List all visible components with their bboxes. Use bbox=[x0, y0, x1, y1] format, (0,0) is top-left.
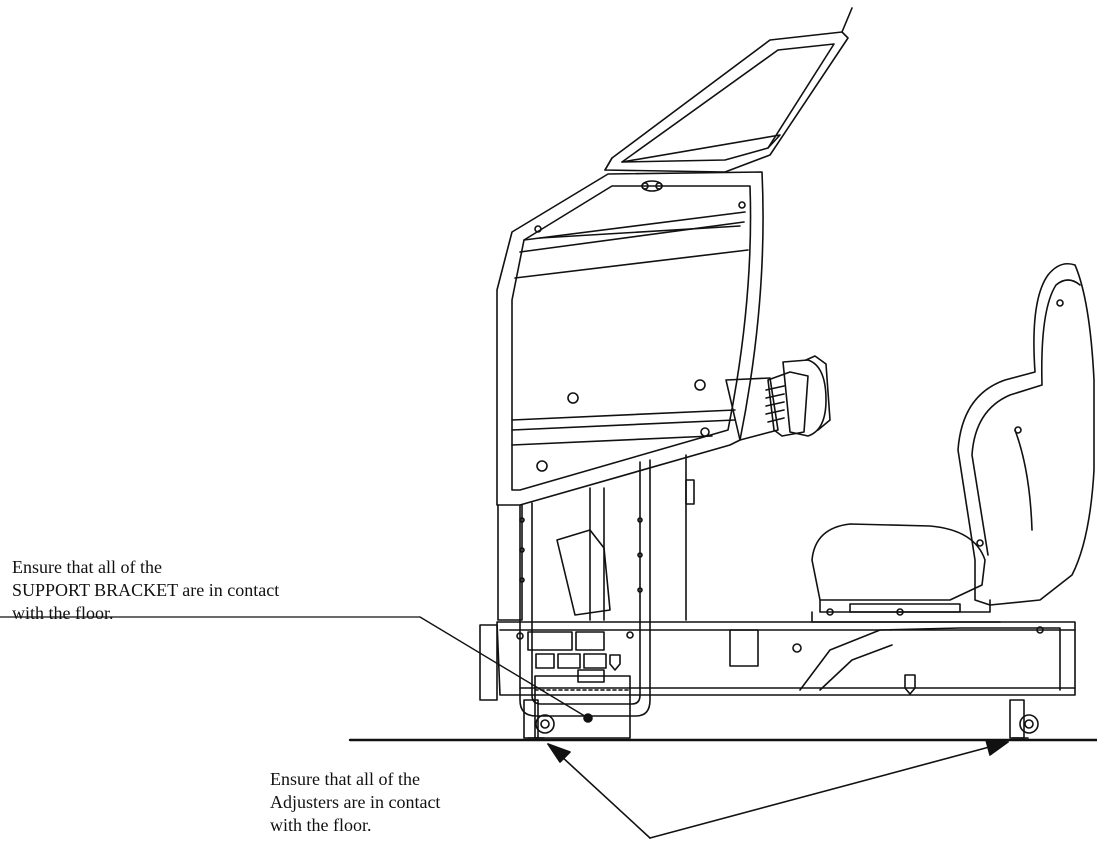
rear-adjuster bbox=[1009, 699, 1039, 739]
adjusters-callout-line-3: with the floor. bbox=[270, 815, 372, 835]
bracket-leader bbox=[419, 616, 589, 719]
cabinet-front bbox=[496, 171, 764, 506]
base-frame bbox=[479, 621, 1076, 701]
support-bracket-callout-line-3: with the floor. bbox=[12, 603, 114, 623]
cabinet-column bbox=[497, 454, 695, 717]
control-unit bbox=[725, 355, 831, 441]
support-bracket bbox=[534, 675, 631, 739]
support-bracket-callout-line-2: SUPPORT BRACKET are in contact bbox=[12, 580, 280, 600]
support-bracket-callout: Ensure that all of the SUPPORT BRACKET a… bbox=[12, 556, 279, 625]
canopy-panel bbox=[604, 7, 853, 173]
adjusters-callout-line-1: Ensure that all of the bbox=[270, 769, 420, 789]
adjusters-callout-line-2: Adjusters are in contact bbox=[270, 792, 441, 812]
front-adjuster bbox=[523, 699, 555, 739]
adjuster-leaders bbox=[547, 739, 1009, 839]
support-bracket-callout-line-1: Ensure that all of the bbox=[12, 557, 162, 577]
adjusters-callout: Ensure that all of the Adjusters are in … bbox=[270, 768, 440, 837]
seat bbox=[811, 262, 1095, 623]
